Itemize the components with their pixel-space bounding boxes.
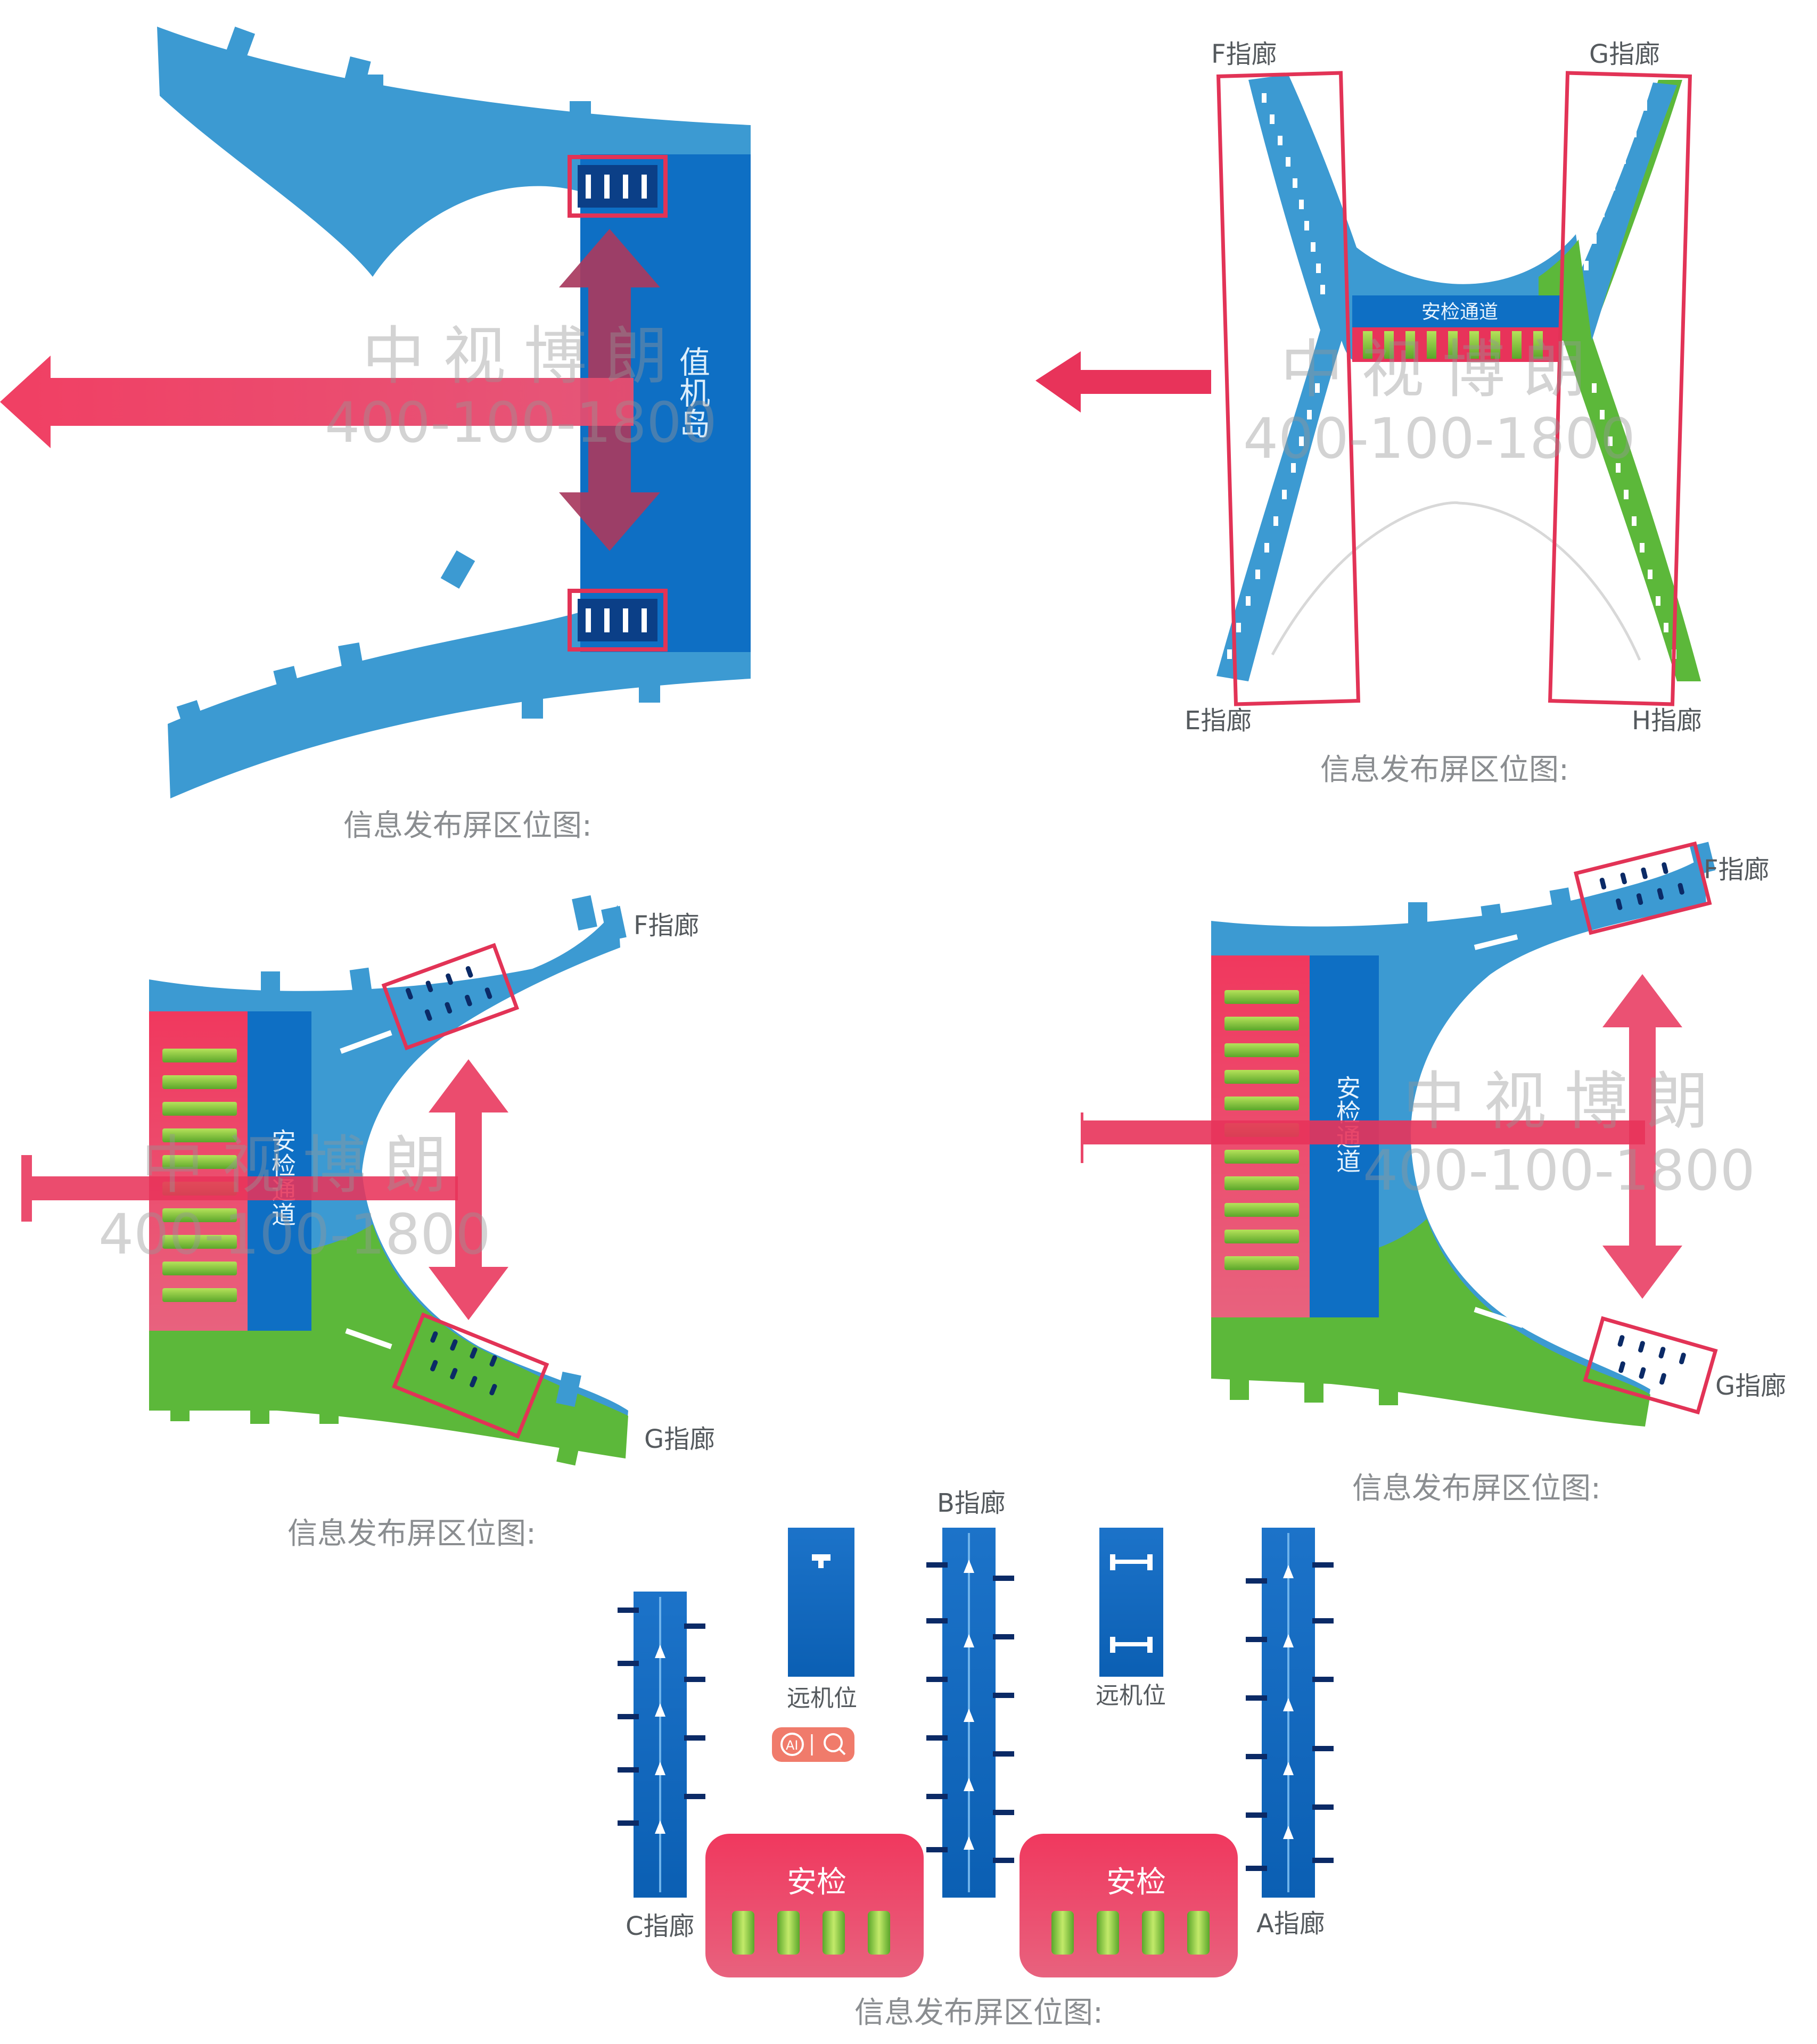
remote-stand-1-label: 远机位 (787, 1685, 857, 1712)
panel-3-caption: 信息发布屏区位图: (287, 1516, 536, 1551)
watermark-brand: 中视博朗 (1403, 1065, 1726, 1138)
walkway-mark (340, 1030, 392, 1054)
remote-stand-1-block (788, 1528, 854, 1677)
security-lanes-block (149, 1011, 248, 1331)
kiosk-marks (586, 175, 647, 199)
security-right-label: 安检 (1106, 1865, 1166, 1900)
pier-c (618, 1592, 705, 1898)
pier-c-label: C指廊 (626, 1911, 695, 1941)
security-left-label: 安检 (787, 1865, 846, 1900)
kiosk-group-top (568, 155, 668, 218)
departure-flow-arrow (0, 356, 634, 448)
watermark-brand: 中视博朗 (1280, 333, 1604, 406)
horizontal-flow-bar (1081, 1112, 1645, 1163)
ai-badge[interactable]: AI (772, 1727, 854, 1762)
pier-stubs (261, 895, 627, 1407)
pier-e-label: E指廊 (1185, 706, 1252, 736)
pier-f-label: F指廊 (1704, 855, 1770, 885)
pier-g-label: G指廊 (644, 1424, 715, 1454)
panel-3-security-map: 安检通道 F指廊 G指廊 中视博朗 400-100-1800 (21, 895, 715, 1551)
screen-zone-bottom (392, 1312, 549, 1439)
watermark-brand: 中视博朗 (141, 1128, 465, 1202)
walkway-mark (345, 1328, 392, 1349)
pier-stubs-upper (224, 26, 591, 147)
pier-f-label: F指廊 (634, 911, 700, 941)
panel-1-checkin-map: 值机岛 中视博朗 400-100-1800 信息发布屏区位图: (0, 26, 751, 843)
security-channel-bar (1352, 295, 1560, 327)
pier-f-e-body (1216, 75, 1372, 681)
gate-bridges (618, 1608, 705, 1826)
kiosk-marks (586, 608, 647, 632)
pier-g-upper-blue (1557, 83, 1677, 341)
horizontal-flow-bar (21, 1155, 458, 1222)
screen-zone-top (1574, 841, 1712, 935)
panel-1-caption: 信息发布屏区位图: (343, 809, 592, 843)
panel-2-pier-map: 安检通道 (1035, 39, 1702, 787)
screen-zone-bottom (1583, 1316, 1718, 1415)
ai-badge-label: AI (786, 1738, 799, 1753)
pier-a (1246, 1528, 1334, 1898)
highlight-box-right (1548, 71, 1692, 706)
watermark-brand: 中视博朗 (362, 319, 686, 393)
search-icon (824, 1733, 843, 1752)
pier-stubs-green (170, 1395, 581, 1466)
vertical-flow-arrow (429, 1059, 508, 1320)
checkin-island-label: 值机岛 (674, 346, 710, 439)
panel-4-security-map: 安检通道 F指廊 G指廊 中视博朗 400-100-1800 (1081, 841, 1786, 1506)
remote-stand-2-block (1099, 1528, 1163, 1677)
pier-b-label: B指廊 (937, 1488, 1006, 1518)
security-channel-bar (248, 1011, 311, 1331)
pier-g-label: G指廊 (1715, 1371, 1786, 1401)
security-channel-label: 安检通道 (1421, 301, 1498, 323)
pier-b (926, 1528, 1014, 1898)
pier-f-label: F指廊 (1211, 39, 1277, 69)
remote-stand-2-label: 远机位 (1096, 1682, 1166, 1709)
panel-4-caption: 信息发布屏区位图: (1352, 1471, 1601, 1506)
screen-zone-top (381, 943, 520, 1051)
walkway-mark (1474, 934, 1518, 950)
kiosk-group-bottom (568, 589, 668, 652)
security-lanes (162, 1049, 237, 1302)
panel-2-caption: 信息发布屏区位图: (1320, 753, 1569, 787)
panel-5-caption: 信息发布屏区位图: (854, 1996, 1103, 2030)
security-block-left: 安检 (705, 1834, 924, 1977)
departure-flow-arrow-2 (1035, 351, 1211, 413)
pier-a-label: A指廊 (1256, 1909, 1325, 1939)
pier-stubs-green (1230, 1373, 1576, 1415)
pier-h-label: H指廊 (1632, 706, 1702, 736)
walkway-mark (1474, 1307, 1524, 1328)
pier-g-label: G指廊 (1589, 39, 1660, 69)
highlight-box-left (1216, 71, 1361, 706)
gate-bridges (1246, 1562, 1334, 1871)
watermark-phone: 400-100-1800 (325, 390, 717, 455)
watermark-phone: 400-100-1800 (1363, 1138, 1755, 1203)
pier-stubs-lower (176, 550, 660, 737)
watermark-phone: 400-100-1800 (98, 1202, 491, 1267)
apron-arc (1271, 501, 1641, 661)
watermark-phone: 400-100-1800 (1243, 406, 1635, 471)
security-lanes (1363, 331, 1543, 359)
security-block-right: 安检 (1020, 1834, 1238, 1977)
panel-5-pier-map: 远机位 AI 远机位 (618, 1488, 1334, 2030)
gate-bridges (926, 1562, 1014, 1863)
remote-stand-1-mark (812, 1554, 831, 1561)
remote-stand-2-marks (1110, 1554, 1153, 1653)
gate-markers-left (1227, 93, 1325, 659)
